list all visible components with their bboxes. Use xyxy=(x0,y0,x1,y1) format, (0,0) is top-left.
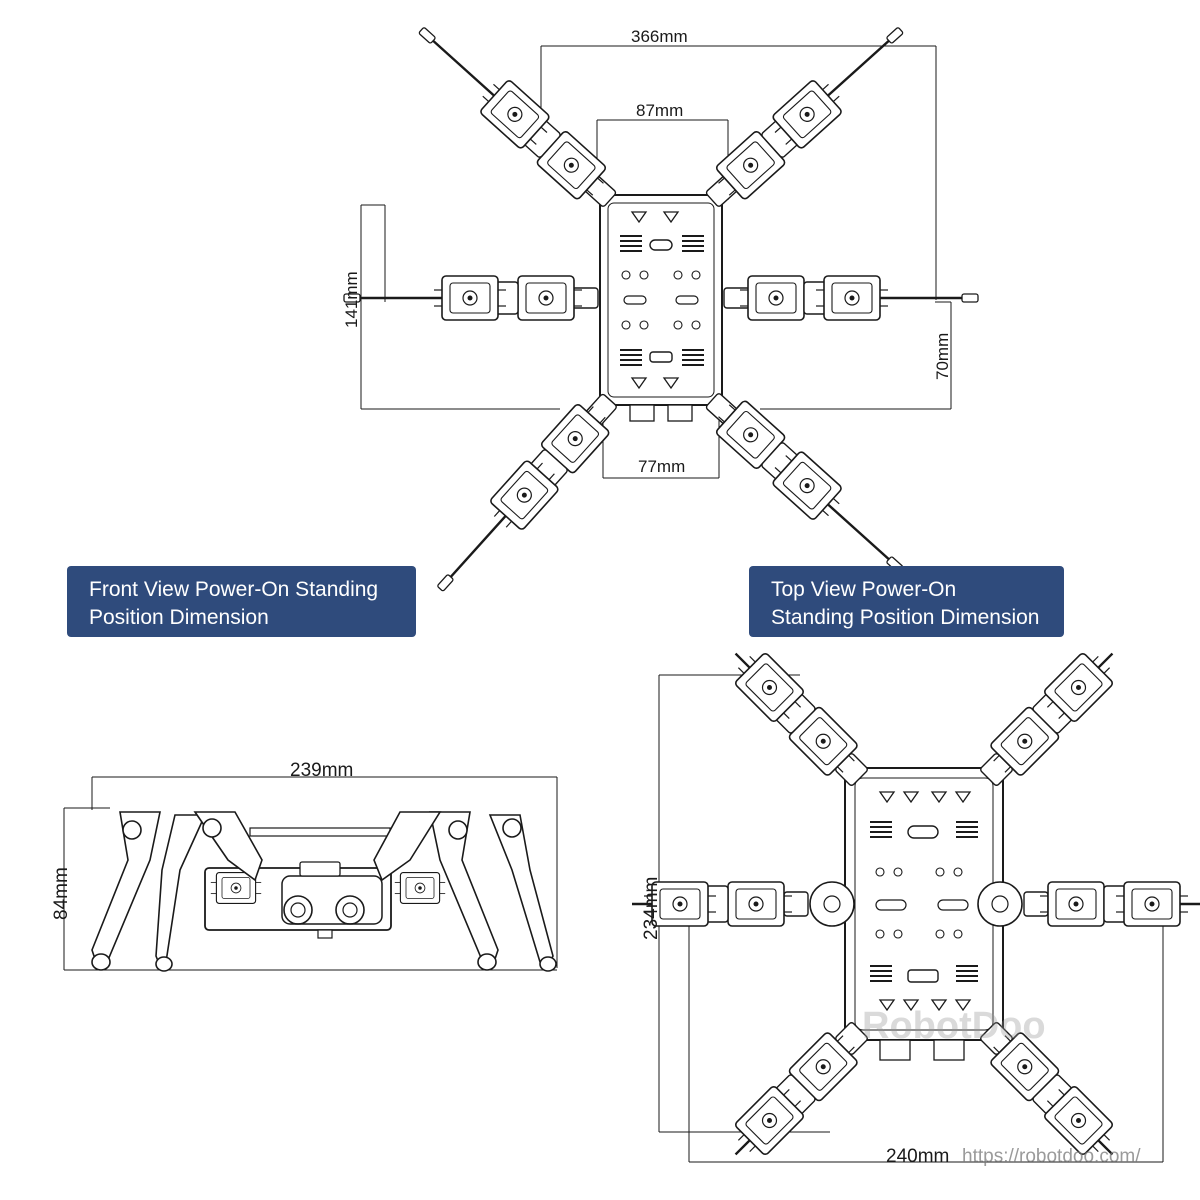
dim-84mm: 84mm xyxy=(51,867,72,920)
front-legs xyxy=(91,811,557,972)
robotdoo-url: https://robotdoo.com/ xyxy=(962,1146,1141,1167)
dim-240mm: 240mm xyxy=(886,1146,949,1167)
front-view-drawing: 239mm 84mm xyxy=(51,760,558,972)
dim-366mm: 366mm xyxy=(631,27,688,46)
dim-234mm: 234mm xyxy=(641,877,662,940)
dim-141mm: 141mm xyxy=(342,271,361,328)
angled-chassis xyxy=(599,194,723,422)
top-view-drawing: 234mm 240mm xyxy=(632,638,1200,1170)
dim-77mm: 77mm xyxy=(638,457,685,476)
front-view-caption: Front View Power-On Standing Position Di… xyxy=(67,566,416,637)
top-chassis xyxy=(809,767,1023,1061)
dim-87mm: 87mm xyxy=(636,101,683,120)
dim-70mm: 70mm xyxy=(933,333,952,380)
dimension-lines-front xyxy=(63,776,558,971)
top-view-caption-line1: Top View Power-On xyxy=(771,578,957,601)
angled-view-drawing: 366mm 87mm 77mm 141mm 70mm xyxy=(342,14,978,604)
front-chassis xyxy=(204,827,446,939)
robotdoo-watermark: RobotDoo xyxy=(862,1005,1046,1047)
top-view-caption: Top View Power-On Standing Position Dime… xyxy=(749,566,1064,637)
front-view-caption-line1: Front View Power-On Standing xyxy=(89,578,379,601)
top-view-caption-line2: Standing Position Dimension xyxy=(771,606,1040,629)
front-view-caption-line2: Position Dimension xyxy=(89,606,269,629)
dim-239mm: 239mm xyxy=(290,760,353,781)
